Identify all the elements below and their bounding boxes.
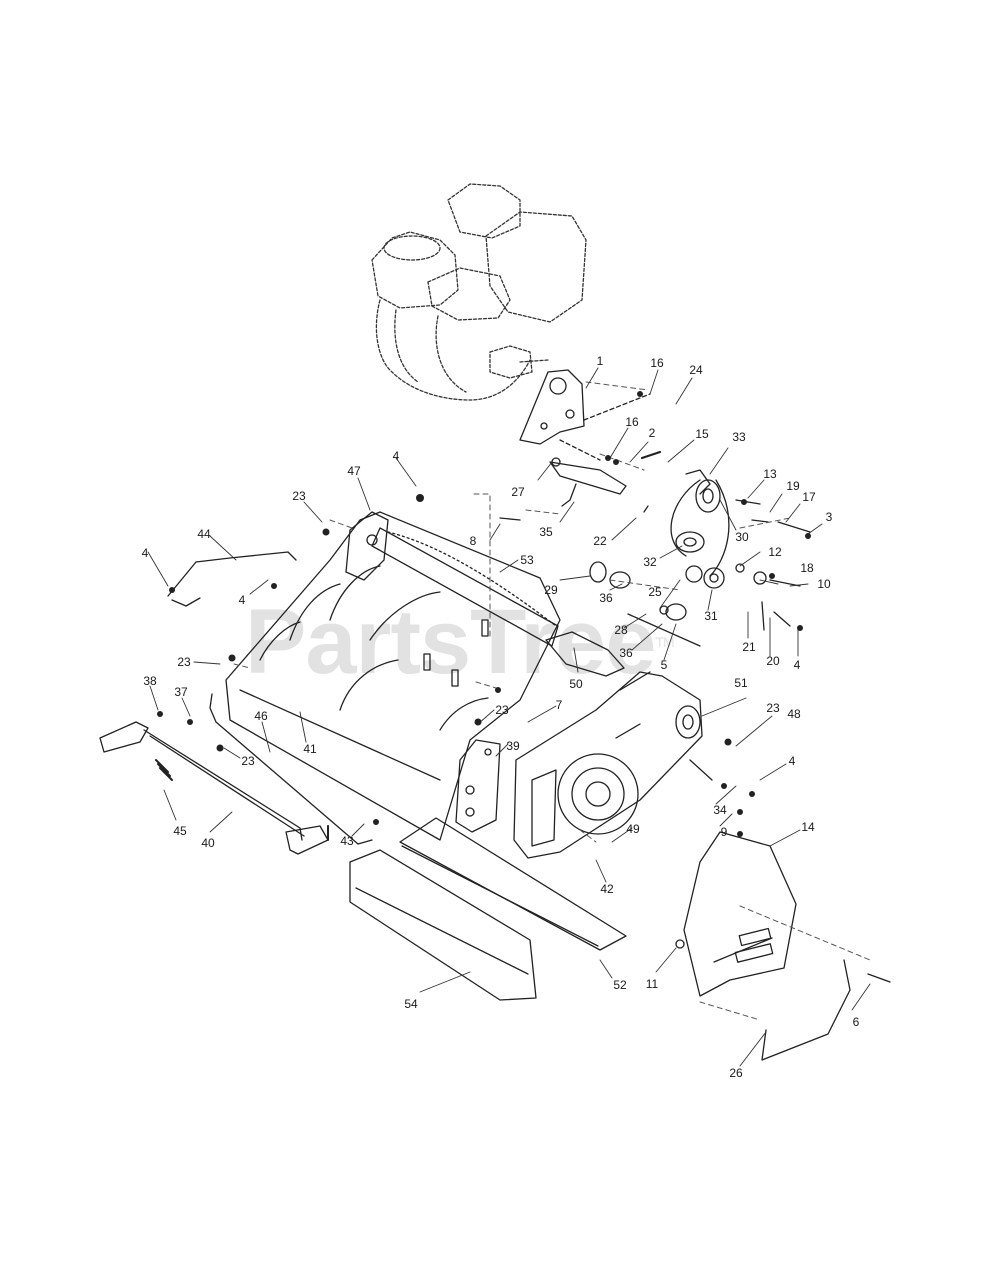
callout-4: 4 xyxy=(793,658,801,672)
callout-9: 9 xyxy=(720,825,728,839)
callout-2: 2 xyxy=(648,426,656,440)
callout-42: 42 xyxy=(600,882,614,896)
callout-4: 4 xyxy=(392,449,400,463)
callout-11: 11 xyxy=(645,977,659,991)
callout-46: 46 xyxy=(254,709,268,723)
callout-23: 23 xyxy=(241,754,255,768)
callout-33: 33 xyxy=(732,430,746,444)
callout-12: 12 xyxy=(768,545,782,559)
leader-lines xyxy=(147,367,871,1067)
callout-10: 10 xyxy=(817,577,831,591)
transmission-housing xyxy=(513,671,713,859)
upper-frame-tube xyxy=(345,511,625,677)
hardware-fasteners xyxy=(157,391,811,837)
callout-15: 15 xyxy=(695,427,709,441)
callout-54: 54 xyxy=(404,997,418,1011)
callout-8: 8 xyxy=(469,534,477,548)
callout-27: 27 xyxy=(511,485,525,499)
callout-43: 43 xyxy=(340,834,354,848)
callout-28: 28 xyxy=(614,623,628,637)
callout-22: 22 xyxy=(593,534,607,548)
callout-45: 45 xyxy=(173,824,187,838)
callout-14: 14 xyxy=(801,820,815,834)
callout-24: 24 xyxy=(689,363,703,377)
drag-bar-plates xyxy=(349,817,627,1001)
callout-21: 21 xyxy=(742,640,756,654)
callout-37: 37 xyxy=(174,685,188,699)
callout-4: 4 xyxy=(238,593,246,607)
watermark: PartsTreeTM xyxy=(245,591,675,693)
callout-5: 5 xyxy=(660,658,668,672)
depth-bar-bracket xyxy=(455,739,501,833)
callout-41: 41 xyxy=(303,742,317,756)
callout-23: 23 xyxy=(177,655,191,669)
tine-hood xyxy=(225,511,561,841)
callout-7: 7 xyxy=(555,698,563,712)
callout-4: 4 xyxy=(141,546,149,560)
callout-23: 23 xyxy=(292,489,306,503)
callout-17: 17 xyxy=(802,490,816,504)
callout-4: 4 xyxy=(788,754,796,768)
callout-29: 29 xyxy=(544,583,558,597)
callout-47: 47 xyxy=(347,464,361,478)
callout-26: 26 xyxy=(729,1066,743,1080)
belt-cover xyxy=(675,831,891,1061)
callout-44: 44 xyxy=(197,527,211,541)
callout-30: 30 xyxy=(735,530,749,544)
callout-16: 16 xyxy=(625,415,639,429)
engine-outline xyxy=(371,183,587,401)
callout-18: 18 xyxy=(800,561,814,575)
rods-and-links xyxy=(99,551,373,855)
callout-1: 1 xyxy=(596,354,604,368)
callout-52: 52 xyxy=(613,978,627,992)
callout-40: 40 xyxy=(201,836,215,850)
callout-36: 36 xyxy=(619,646,633,660)
callout-16: 16 xyxy=(650,356,664,370)
callout-31: 31 xyxy=(704,609,718,623)
callout-34: 34 xyxy=(713,803,727,817)
callout-35: 35 xyxy=(539,525,553,539)
callout-13: 13 xyxy=(763,467,777,481)
callout-53: 53 xyxy=(520,553,534,567)
callout-39: 39 xyxy=(506,739,520,753)
callout-6: 6 xyxy=(852,1015,860,1029)
callout-36: 36 xyxy=(599,591,613,605)
callout-32: 32 xyxy=(643,555,657,569)
callout-23: 23 xyxy=(495,703,509,717)
callout-3: 3 xyxy=(825,510,833,524)
callout-49: 49 xyxy=(626,822,640,836)
callout-20: 20 xyxy=(766,654,780,668)
callout-23: 23 xyxy=(766,701,780,715)
assembly-dashed-lines xyxy=(233,381,871,1021)
callout-48: 48 xyxy=(787,707,801,721)
engine-bracket xyxy=(519,369,651,461)
callout-51: 51 xyxy=(734,676,748,690)
callout-19: 19 xyxy=(786,479,800,493)
callout-38: 38 xyxy=(143,674,157,688)
callout-50: 50 xyxy=(569,677,583,691)
callout-25: 25 xyxy=(648,585,662,599)
belt-pulley-assembly xyxy=(499,450,811,647)
